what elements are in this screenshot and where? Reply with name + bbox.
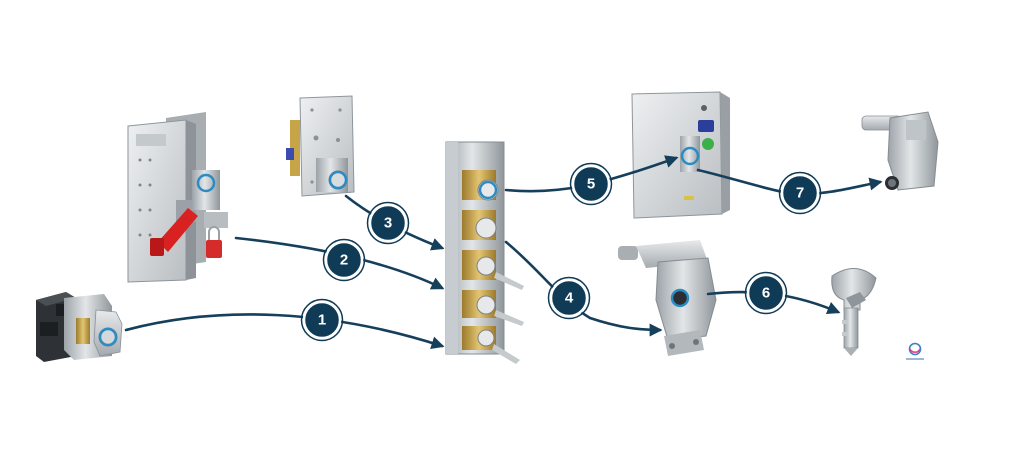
rotary-interlock-icon [36,292,123,362]
step-badge-4: 4 [547,276,591,320]
step-number-3: 3 [384,215,392,232]
step-badge-6: 6 [744,271,788,315]
step-badge-1: 1 [300,298,344,342]
step-number-7: 7 [796,185,804,202]
control-panel-icon [631,91,730,219]
valve-interlock-icon [618,240,717,356]
step-number-1: 1 [318,312,326,329]
key-exchange-box-icon [445,141,524,364]
step-badge-2: 2 [322,238,366,282]
flow-arrow-4 [504,240,663,337]
step-badge-3: 3 [366,201,410,245]
step-number-4: 4 [565,290,574,307]
brand-logo-icon [906,342,924,360]
key-icon [831,268,877,356]
step-number-2: 2 [340,252,348,269]
step-number-5: 5 [587,176,595,193]
switch-disconnector-icon [127,112,228,283]
flow-arrow-1 [124,313,445,350]
step-number-6: 6 [762,285,770,302]
step-badge-7: 7 [778,171,822,215]
step-badge-5: 5 [569,162,613,206]
bolt-interlock-icon [861,111,939,191]
door-lock-icon [286,95,355,197]
